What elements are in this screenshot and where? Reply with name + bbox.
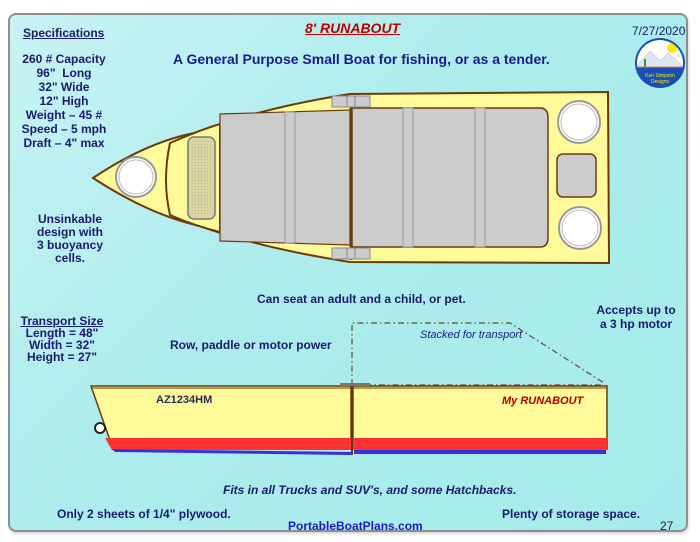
side-bottom-blue-rear (354, 450, 606, 454)
top-view-boat (91, 90, 611, 265)
side-view-boat (89, 322, 608, 455)
plywood-note: Only 2 sheets of 1/4" plywood. (57, 507, 231, 521)
spec-item: Weight – 45 # (25, 108, 103, 122)
transport-size: Transport Size Length = 48" Width = 32" … (20, 314, 104, 364)
spec-item: 32" Wide (38, 80, 90, 94)
hinge-bottom (331, 247, 371, 260)
hinge-top (331, 95, 371, 108)
transport-size-heading: Transport Size (20, 314, 104, 328)
logo-line2: Designs (651, 79, 670, 85)
stacked-transport-outline (351, 322, 605, 386)
boat-name: My RUNABOUT (502, 395, 584, 407)
registration-number: AZ1234HM (156, 394, 213, 406)
spec-item: 96" Long (36, 66, 92, 80)
page-subtitle: A General Purpose Small Boat for fishing… (173, 51, 550, 67)
ken-simpson-designs-logo-icon: Ken Simpson Designs (635, 38, 685, 88)
page-title: 8' RUNABOUT (305, 20, 401, 36)
motor-note: Accepts up to a 3 hp motor (596, 303, 676, 331)
floor-rib (474, 107, 486, 248)
spec-item: 260 # Capacity (22, 52, 106, 66)
stern-storage-box (556, 153, 597, 198)
power-note: Row, paddle or motor power (170, 338, 332, 352)
spec-item: Speed – 5 mph (21, 122, 107, 136)
specifications-heading: Specifications (23, 26, 105, 40)
floor-rear (351, 107, 549, 248)
buoyancy-cell-bow (115, 156, 157, 198)
buoyancy-cell-stern-top (557, 100, 601, 144)
storage-note: Plenty of storage space. (502, 507, 641, 521)
buoyancy-note: Unsinkable design with 3 buoyancy cells. (36, 212, 104, 265)
website-link[interactable]: PortableBoatPlans.com (288, 519, 423, 533)
page-number: 27 (660, 519, 674, 533)
buoyancy-cell-stern-bottom (558, 206, 602, 250)
seating-note: Can seat an adult and a child, or pet. (257, 292, 466, 306)
floor-rib (284, 111, 296, 244)
bow-eye (94, 422, 106, 434)
fits-note: Fits in all Trucks and SUV's, and some H… (223, 483, 517, 497)
side-bottom-red-front (105, 438, 351, 450)
date: 7/27/2020 (632, 24, 686, 38)
spec-item: 12" High (39, 94, 89, 108)
logo-line1: Ken Simpson (645, 73, 675, 79)
specifications-list: 260 # Capacity 96" Long 32" Wide 12" Hig… (18, 52, 110, 150)
spec-item: Draft – 4" max (23, 136, 105, 150)
side-bottom-red-rear (353, 438, 607, 450)
stacked-note: Stacked for transport (420, 329, 523, 341)
side-bottom-blue-front (112, 449, 351, 455)
floor-rib (402, 107, 414, 248)
